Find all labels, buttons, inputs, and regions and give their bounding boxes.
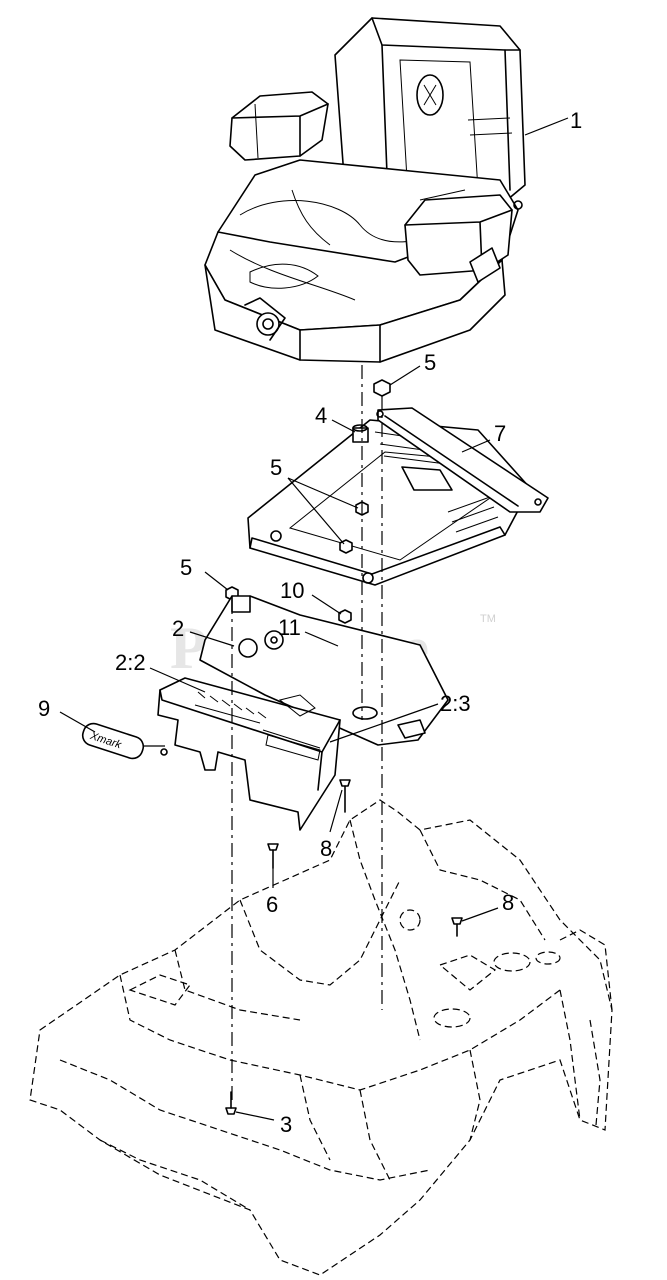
callout-5-pan-nut: 5 (180, 555, 192, 580)
callout-2-3: 2:3 (440, 691, 471, 716)
callout-6: 6 (266, 892, 278, 917)
bolts (225, 779, 463, 1115)
callout-4: 4 (315, 403, 327, 428)
mower-frame (29, 799, 613, 1276)
callout-1: 1 (570, 108, 582, 133)
callout-2-2: 2:2 (115, 650, 146, 675)
watermark-trademark: TM (480, 613, 496, 625)
callout-3: 3 (280, 1112, 292, 1137)
seat-assembly (204, 17, 526, 363)
callout-8-frame-bolt: 8 (502, 890, 514, 915)
front-shroud (157, 677, 341, 831)
callouts: 1 5 4 7 5 5 10 11 2 2:2 9 2:3 8 6 8 3 (38, 108, 582, 1137)
seat-mount-plate (247, 407, 549, 586)
callout-10: 10 (280, 578, 304, 603)
callout-5-top-nut: 5 (424, 350, 436, 375)
logo-badge: Xmark (81, 722, 145, 760)
callout-9: 9 (38, 696, 50, 721)
callout-2: 2 (172, 616, 184, 641)
leader-lines (59, 117, 569, 1121)
seat-pan-plate (199, 595, 449, 746)
callout-7: 7 (494, 421, 506, 446)
callout-8-shroud-bolt: 8 (320, 836, 332, 861)
callout-5-plate-nuts: 5 (270, 455, 282, 480)
center-lines (231, 365, 383, 1100)
callout-11: 11 (278, 615, 301, 640)
